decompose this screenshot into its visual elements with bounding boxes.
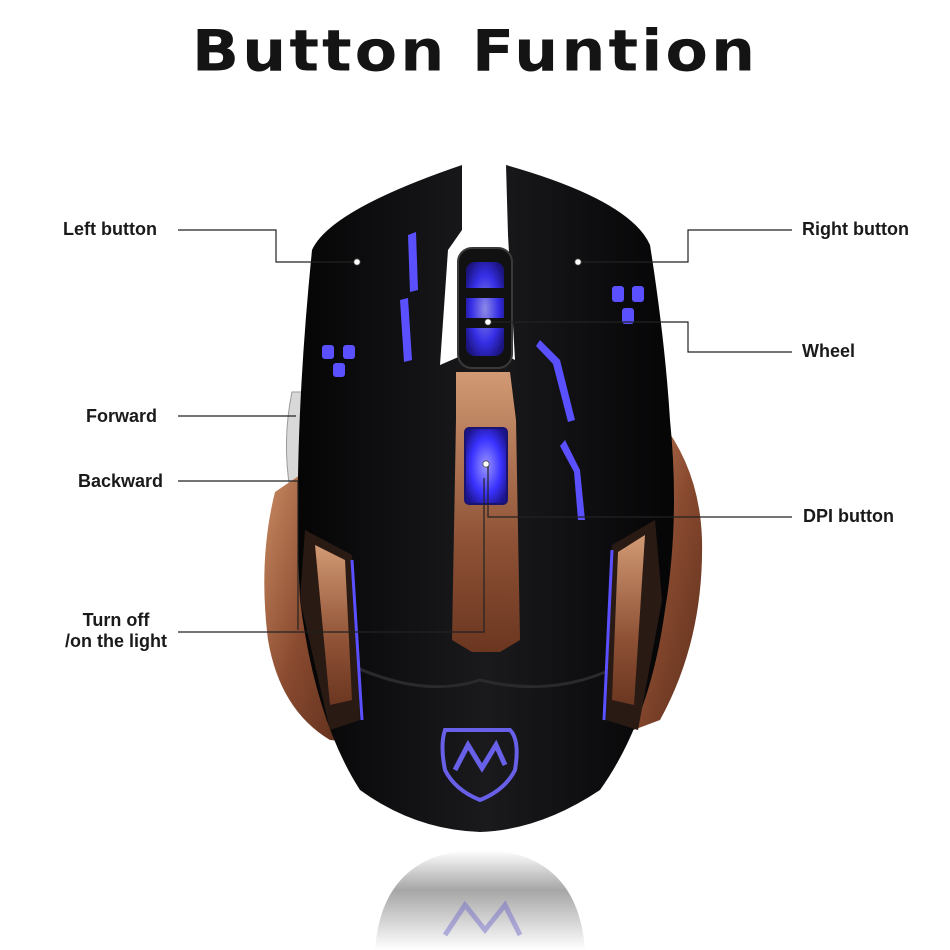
callout-lines <box>178 229 792 633</box>
right-led-strip <box>602 549 614 721</box>
label-left-button: Left button <box>63 219 157 239</box>
leader-dpi-button <box>487 465 792 518</box>
leader-backward <box>178 480 299 630</box>
leader-right-button <box>580 229 792 263</box>
label-light-switch: Turn off /on the light <box>46 610 186 652</box>
label-wheel: Wheel <box>802 341 856 361</box>
shell-ridge <box>339 658 631 689</box>
logo-reflection-icon <box>442 900 523 937</box>
dot-dpi <box>482 460 490 468</box>
leader-left-button <box>178 229 355 263</box>
label-forward: Forward <box>86 406 158 426</box>
label-light-switch-line1: Turn off <box>82 610 150 630</box>
dot-right-button <box>574 258 582 266</box>
right-grip-plate <box>612 535 645 705</box>
label-backward: Backward <box>78 471 164 491</box>
label-light-switch-line2: /on the light <box>65 631 167 651</box>
dot-left-button <box>353 258 361 266</box>
wheel-rib-1 <box>460 288 510 298</box>
mouse-reflection <box>375 850 585 950</box>
leader-wheel <box>490 321 792 353</box>
label-right-button: Right button <box>802 219 909 239</box>
left-led-strip <box>350 559 364 721</box>
wheel-led <box>466 262 504 356</box>
page-title: Button Funtion <box>191 16 759 85</box>
left-led-accents <box>322 232 418 377</box>
leader-light-switch <box>178 478 485 633</box>
brand-logo-icon <box>440 728 519 803</box>
dot-wheel <box>484 318 492 326</box>
center-bronze-strip <box>452 372 520 652</box>
right-led-accents <box>536 286 644 520</box>
left-grip-plate <box>315 545 352 705</box>
callout-dots <box>353 258 582 468</box>
label-dpi-button: DPI button <box>803 506 894 526</box>
